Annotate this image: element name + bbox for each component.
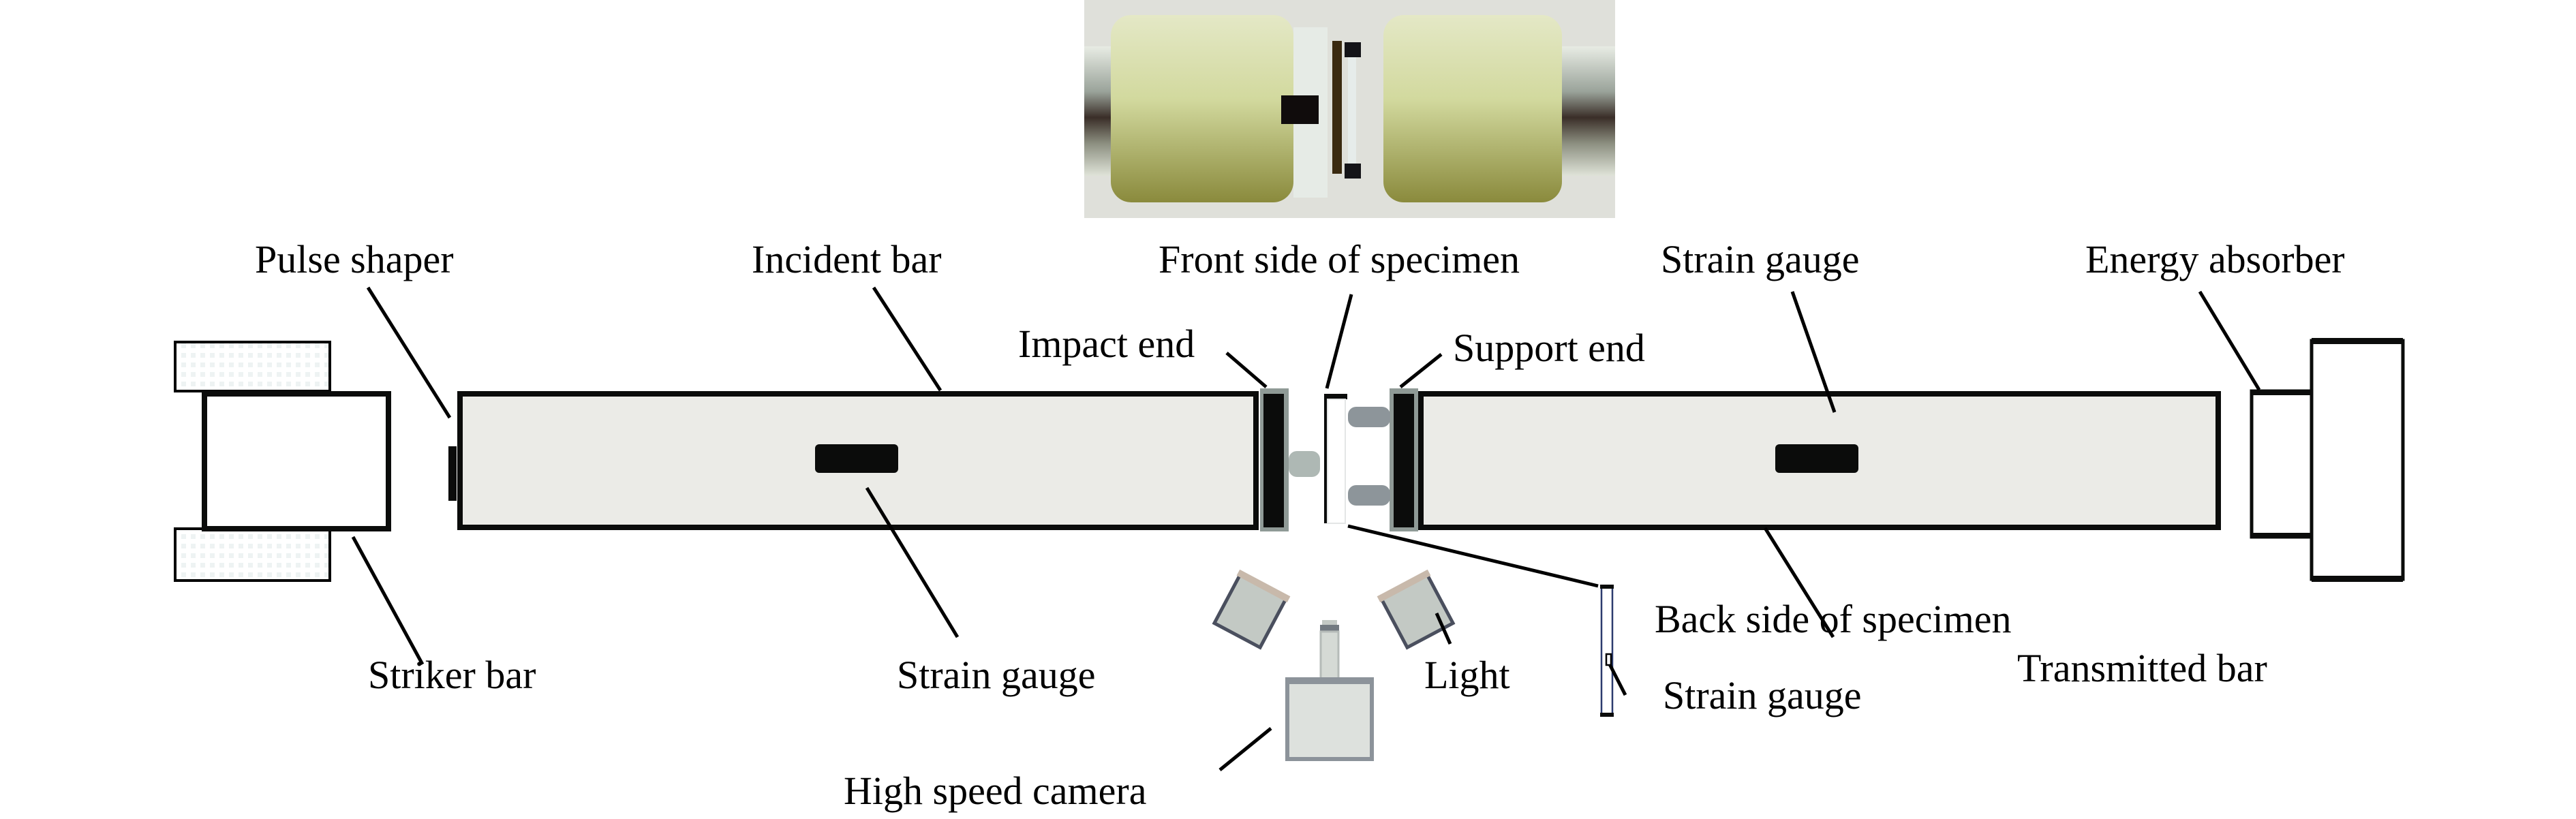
striker-guide-top [174,341,331,392]
light-right [1377,569,1456,650]
specimen-back-side [1600,585,1614,717]
label-transmitted-bar: Transmitted bar [2017,646,2267,690]
light-left [1212,569,1291,650]
label-striker-bar: Striker bar [368,653,536,697]
impact-end [1260,388,1320,531]
energy-absorber [2250,338,2405,582]
label-incident-bar: Incident bar [752,237,942,281]
specimen-strain-gauge [1605,653,1612,666]
specimen-photo [1084,0,1615,218]
incident-strain-gauge [815,444,898,473]
label-energy-absorber: Energy absorber [2085,237,2345,281]
label-impact-end: Impact end [1018,322,1195,366]
transmitted-strain-gauge [1775,444,1858,473]
leader-lines [351,286,2261,771]
striker-bar [202,391,391,531]
label-support-end: Support end [1453,326,1645,370]
support-pin-top [1348,407,1390,427]
label-high-speed-camera: High speed camera [844,769,1146,813]
label-back-side: Back side of specimen [1655,597,2011,641]
label-light: Light [1424,653,1510,697]
pulse-shaper [448,446,457,501]
striker-assembly [174,341,391,582]
label-front-side: Front side of specimen [1159,237,1520,281]
incident-bar [457,391,1259,530]
support-end [1348,388,1418,531]
label-strain-gauge-specimen: Strain gauge [1663,673,1862,717]
striker-guide-bottom [174,527,331,582]
label-pulse-shaper: Pulse shaper [255,237,454,281]
support-pin-bottom [1348,485,1390,506]
specimen [1324,394,1347,524]
impact-pin [1289,451,1320,477]
transmitted-bar [1418,391,2221,530]
label-strain-gauge-incident: Strain gauge [897,653,1096,697]
high-speed-camera [1285,620,1374,761]
label-strain-gauge-transmitted: Strain gauge [1661,237,1860,281]
